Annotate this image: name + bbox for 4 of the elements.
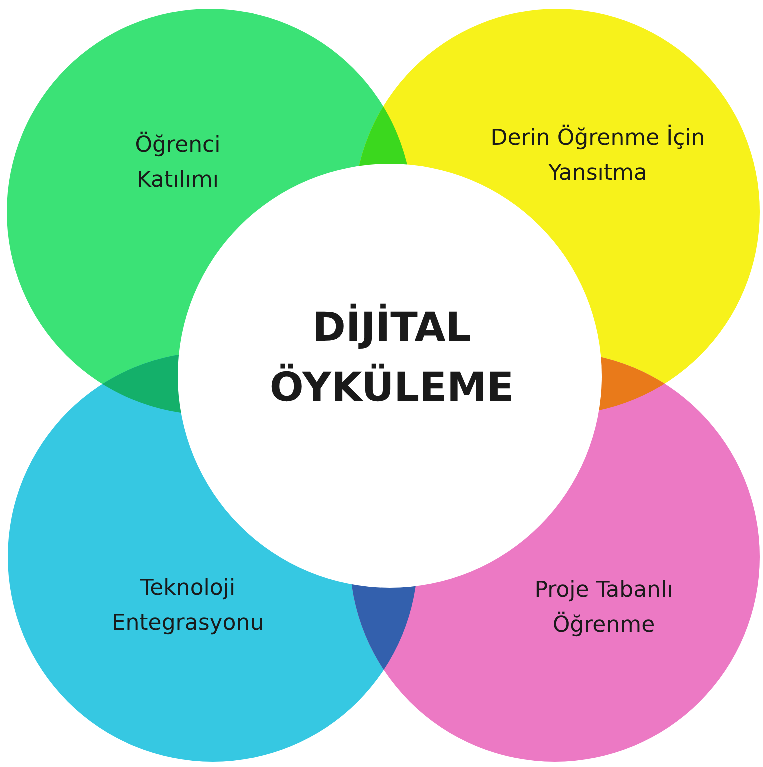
topic-label: Öğrenci Katılımı [93,128,263,198]
topic-label: Derin Öğrenme İçin Yansıtma [483,120,713,192]
topic-label: Proje Tabanlı Öğrenme [489,572,719,644]
topic-label: Teknoloji Entegrasyonu [73,570,303,642]
